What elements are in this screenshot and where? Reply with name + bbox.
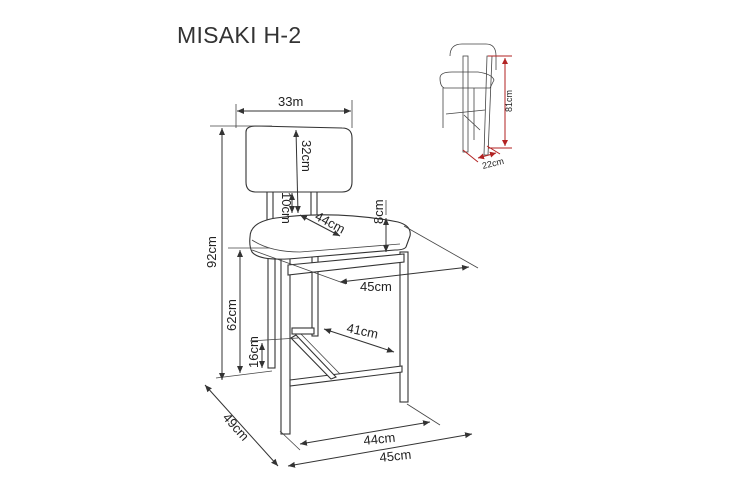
dimension-lines — [204, 100, 479, 468]
label-backrest-height: 32cm — [299, 140, 314, 172]
label-total-height: 92cm — [204, 236, 219, 268]
label-base-depth: 49cm — [220, 410, 252, 444]
label-armrest-height: 81cm — [504, 90, 514, 112]
label-armrest-width: 22cm — [481, 156, 505, 171]
label-seat-height: 62cm — [224, 299, 239, 331]
label-backrest-gap: 10cm — [279, 192, 294, 224]
label-base-width-inner: 44cm — [363, 430, 396, 448]
label-base-width-outer: 45cm — [379, 447, 412, 465]
label-seat-thickness: 8cm — [371, 199, 386, 224]
dimension-labels: 33m 32cm 10cm 44cm 8cm 45cm 92cm 62cm 16… — [204, 94, 412, 465]
label-footrest-height: 16cm — [246, 336, 261, 368]
label-backrest-width: 33m — [278, 94, 303, 109]
label-footrest-width: 41cm — [345, 320, 379, 341]
label-seat-width: 45cm — [360, 279, 392, 294]
inset-armrest-diagram: 81cm 22cm — [439, 43, 514, 171]
product-title: MISAKI H-2 — [177, 22, 302, 48]
